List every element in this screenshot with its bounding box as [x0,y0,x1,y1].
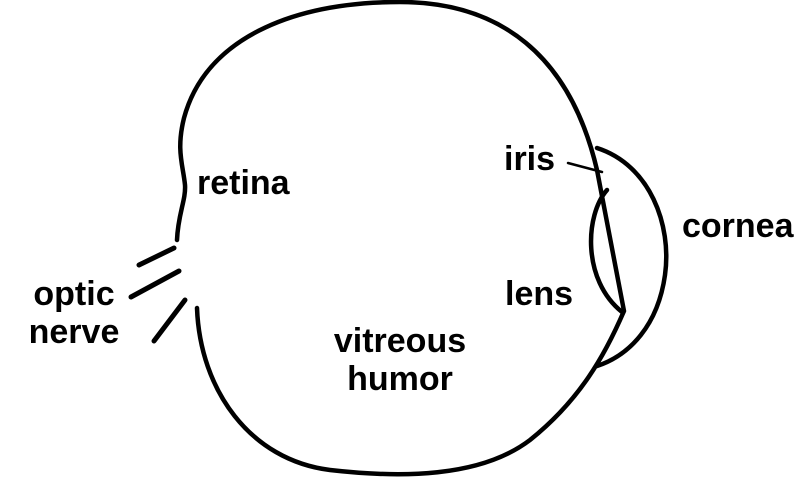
label-retina: retina [197,164,290,202]
label-cornea: cornea [682,207,794,245]
eyeball-outline [177,2,624,474]
optic-nerve-stroke-2 [131,271,179,297]
label-vitreous-humor: vitreous humor [320,322,480,398]
label-optic-nerve: optic nerve [14,275,134,351]
optic-nerve-stroke-3 [154,300,185,341]
cornea-outline [597,148,666,366]
optic-nerve-stroke-1 [139,248,174,265]
label-iris: iris [504,140,555,178]
label-vitreous-line2: humor [320,360,480,398]
label-vitreous-line1: vitreous [320,322,480,360]
label-optic-nerve-line2: nerve [14,313,134,351]
label-optic-nerve-line1: optic [14,275,134,313]
label-lens: lens [505,275,573,313]
